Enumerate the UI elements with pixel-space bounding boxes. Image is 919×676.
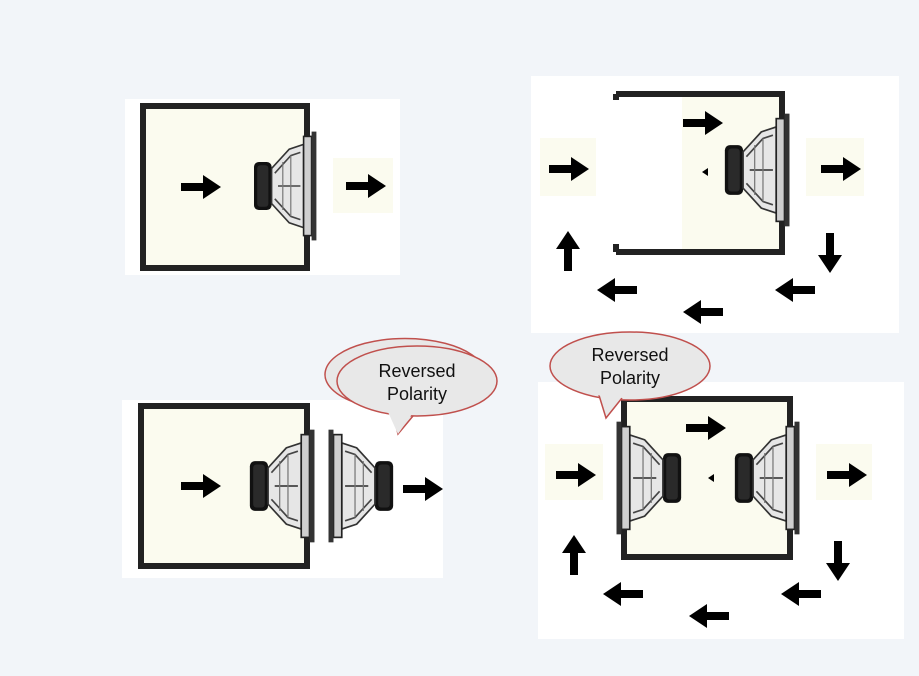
enclosure-box xyxy=(138,403,310,569)
callout-line-2: Polarity xyxy=(387,384,447,404)
reversed-polarity-callout: Reversed Polarity xyxy=(549,331,711,420)
small-arrow-icon xyxy=(708,474,714,482)
reversed-polarity-callout: Reversed Polarity xyxy=(324,337,498,436)
reversed-polarity-isobaric-panel: Reversed Polarity xyxy=(538,331,904,639)
callout-line-1: Reversed xyxy=(591,345,668,365)
callout-line-2: Polarity xyxy=(600,368,660,388)
ported-box-panel xyxy=(531,76,899,333)
small-arrow-icon xyxy=(702,168,708,176)
reversed-polarity-sealed-panel: Reversed Polarity xyxy=(122,337,498,578)
callout-line-1: Reversed xyxy=(378,361,455,381)
sealed-box-panel xyxy=(125,99,400,275)
